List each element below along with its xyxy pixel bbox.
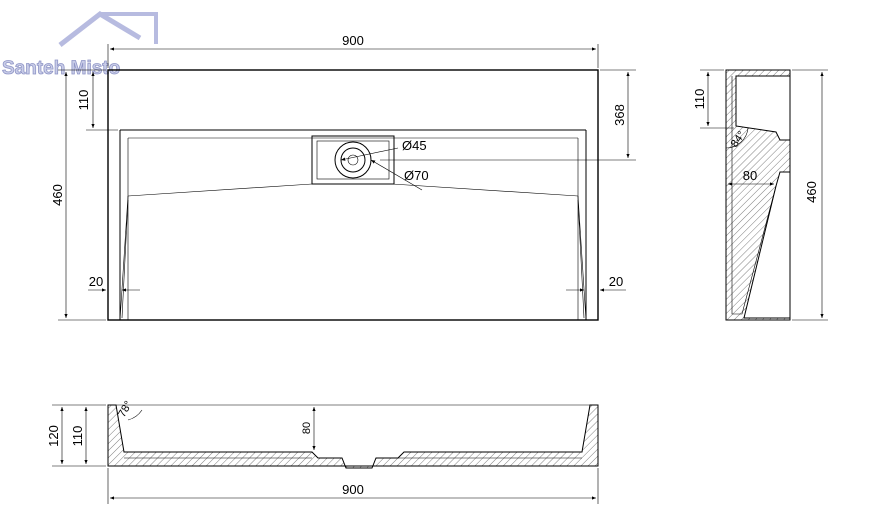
side-view: 460 110 84° 80 — [692, 69, 828, 321]
side-depth-label: 80 — [743, 168, 757, 183]
drain-outer-circle — [334, 141, 372, 179]
top-height-label: 460 — [50, 184, 65, 206]
drain-offset-label: 368 — [612, 104, 627, 126]
basin-outline — [107, 69, 599, 321]
front-drain-height-label: 80 — [301, 422, 313, 434]
drain-outer-diameter-label: Ø70 — [404, 168, 429, 183]
front-outer-height-label: 120 — [46, 425, 61, 447]
front-angle-label: 78° — [116, 399, 135, 419]
house-roof-icon — [58, 10, 142, 47]
front-width-label: 900 — [342, 482, 364, 497]
top-view: Ø45 Ø70 900 460 110 368 20 20 — [50, 33, 636, 321]
side-height-label: 460 — [804, 181, 819, 203]
logo-text: Santeh Misto — [2, 58, 120, 79]
side-margin-right-label: 20 — [609, 274, 623, 289]
top-offset-label: 110 — [76, 90, 91, 111]
brand-logo: Santeh Misto — [2, 10, 158, 79]
side-margin-left-label: 20 — [89, 274, 103, 289]
side-section — [725, 69, 791, 321]
top-width-label: 900 — [342, 33, 364, 48]
drain-inner-circle — [340, 147, 366, 173]
side-top-height-label: 110 — [692, 89, 707, 110]
drain-inner-diameter-label: Ø45 — [402, 138, 427, 153]
front-inner-height-label: 110 — [70, 426, 85, 447]
front-section — [107, 404, 599, 469]
front-view: 78° 120 110 80 900 — [46, 399, 599, 504]
